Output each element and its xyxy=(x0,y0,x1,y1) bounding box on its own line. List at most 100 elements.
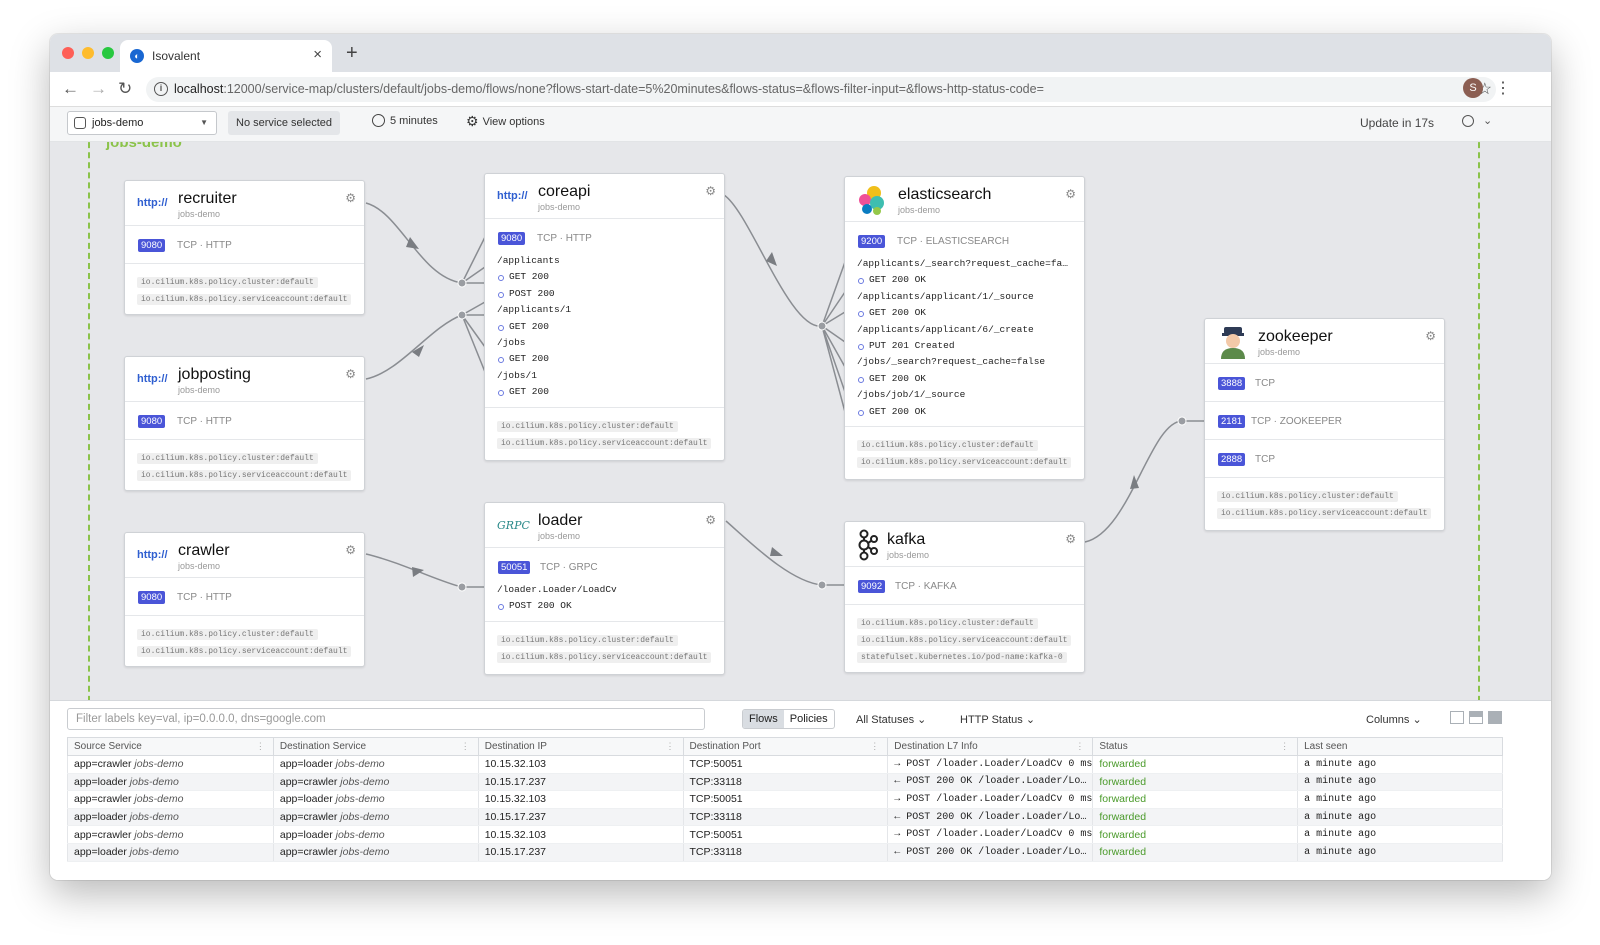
column-header[interactable]: Last seen xyxy=(1297,737,1503,756)
site-info-icon[interactable]: i xyxy=(154,82,168,96)
table-header-row: Source Service⋮ Destination Service⋮ Des… xyxy=(67,737,1503,756)
service-card-recruiter[interactable]: http:// recruiter jobs-demo ⚙ 9080 TCP ·… xyxy=(124,180,365,315)
service-name: crawler xyxy=(178,542,230,559)
gear-icon[interactable]: ⚙ xyxy=(1065,187,1076,201)
service-links xyxy=(365,194,1205,592)
minimize-window-button[interactable] xyxy=(82,47,94,59)
gear-icon[interactable]: ⚙ xyxy=(345,191,356,205)
columns-dropdown[interactable]: Columns ⌄ xyxy=(1366,713,1422,726)
tab-close-icon[interactable]: × xyxy=(313,46,322,63)
forward-icon[interactable]: → xyxy=(90,79,107,98)
view-options-button[interactable]: ⚙View options xyxy=(466,113,545,130)
column-header[interactable]: Destination IP⋮ xyxy=(477,737,684,756)
column-header[interactable]: Destination Port⋮ xyxy=(682,737,889,756)
port-badge: 9080 xyxy=(138,591,166,604)
http-protocol-icon: http:// xyxy=(497,190,528,202)
port-row: 50051 TCP · GRPC xyxy=(485,548,724,582)
label-tag: io.cilium.k8s.policy.serviceaccount:defa… xyxy=(497,437,712,449)
port-row: 3888 TCP xyxy=(1205,364,1444,402)
new-tab-icon[interactable]: + xyxy=(346,42,358,64)
tab-title: Isovalent xyxy=(152,49,201,63)
route-method: GET 200 xyxy=(497,319,712,335)
gear-icon[interactable]: ⚙ xyxy=(705,513,716,527)
destination-service-cell: app=loader jobs-demo xyxy=(272,790,479,809)
port-row: 9080 TCP · HTTP xyxy=(125,578,364,616)
browser-menu-icon[interactable]: ⋮ xyxy=(1495,80,1511,97)
column-menu-icon[interactable]: ⋮ xyxy=(1075,741,1085,751)
chevron-down-icon[interactable]: ⌄ xyxy=(1483,115,1493,127)
service-card-crawler[interactable]: http:// crawler jobs-demo ⚙ 9080 TCP · H… xyxy=(124,532,365,667)
service-map-canvas[interactable]: jobs-demo xyxy=(50,142,1551,700)
profile-avatar[interactable]: S xyxy=(1463,78,1483,98)
close-window-button[interactable] xyxy=(62,47,74,59)
column-header[interactable]: Destination L7 Info⋮ xyxy=(887,737,1094,756)
pause-icon[interactable] xyxy=(1462,115,1474,127)
service-card-elasticsearch[interactable]: elasticsearch jobs-demo ⚙ 9200 TCP · ELA… xyxy=(844,176,1085,480)
column-header[interactable]: Status⋮ xyxy=(1092,737,1299,756)
back-icon[interactable]: ← xyxy=(62,79,79,98)
layout-split-icon[interactable] xyxy=(1469,711,1483,724)
route-list: /loader.Loader/LoadCv POST 200 OK xyxy=(485,582,724,621)
address-bar[interactable]: i localhost:12000/service-map/clusters/d… xyxy=(146,77,1496,102)
route-path: /applicants/applicant/1/_source xyxy=(857,290,1034,302)
service-namespace: jobs-demo xyxy=(178,385,221,395)
status-cell: forwarded xyxy=(1092,790,1299,809)
layout-minimized-icon[interactable] xyxy=(1450,711,1464,724)
source-service-cell: app=loader jobs-demo xyxy=(67,773,274,792)
service-card-jobposting[interactable]: http:// jobposting jobs-demo ⚙ 9080 TCP … xyxy=(124,356,365,491)
service-namespace: jobs-demo xyxy=(178,561,221,571)
service-namespace: jobs-demo xyxy=(887,550,930,560)
namespace-icon xyxy=(74,117,86,129)
column-menu-icon[interactable]: ⋮ xyxy=(870,741,880,751)
route-path: /applicants/applicant/6/_create xyxy=(857,323,1034,335)
gear-icon[interactable]: ⚙ xyxy=(705,184,716,198)
label-filter-input[interactable]: Filter labels key=val, ip=0.0.0.0, dns=g… xyxy=(67,708,705,730)
column-menu-icon[interactable]: ⋮ xyxy=(665,741,675,751)
port-row: 9080 TCP · HTTP xyxy=(485,219,724,253)
maximize-window-button[interactable] xyxy=(102,47,114,59)
tab-policies[interactable]: Policies xyxy=(789,713,828,725)
last-seen-cell: a minute ago xyxy=(1297,790,1503,809)
gear-icon[interactable]: ⚙ xyxy=(345,367,356,381)
service-card-zookeeper[interactable]: zookeeper jobs-demo ⚙ 3888 TCP 2181 TCP … xyxy=(1204,318,1445,531)
service-selection-badge[interactable]: No service selected xyxy=(228,111,340,135)
column-menu-icon[interactable]: ⋮ xyxy=(1280,741,1290,751)
http-protocol-icon: http:// xyxy=(137,197,168,209)
route-path: /jobs/_search?request_cache=false xyxy=(857,356,1046,368)
service-name: kafka xyxy=(887,531,926,548)
gear-icon[interactable]: ⚙ xyxy=(1425,329,1436,343)
route-method: POST 200 xyxy=(497,286,712,302)
column-menu-icon[interactable]: ⋮ xyxy=(255,741,265,751)
time-range-button[interactable]: 5 minutes xyxy=(372,114,438,127)
last-seen-cell: a minute ago xyxy=(1297,825,1503,844)
namespace-select[interactable]: jobs-demo ▼ xyxy=(67,111,217,135)
browser-tab[interactable]: ◐ Isovalent × xyxy=(120,40,332,72)
column-header[interactable]: Destination Service⋮ xyxy=(272,737,479,756)
http-status-filter-dropdown[interactable]: HTTP Status ⌄ xyxy=(960,713,1035,726)
tab-flows[interactable]: Flows xyxy=(743,710,784,728)
service-card-loader[interactable]: GRPC loader jobs-demo ⚙ 50051 TCP · GRPC… xyxy=(484,502,725,675)
last-seen-cell: a minute ago xyxy=(1297,755,1503,774)
column-header[interactable]: Source Service⋮ xyxy=(67,737,274,756)
layout-maximized-icon[interactable] xyxy=(1488,711,1502,724)
gear-icon[interactable]: ⚙ xyxy=(1065,532,1076,546)
service-card-kafka[interactable]: kafka jobs-demo ⚙ 9092 TCP · KAFKA io.ci… xyxy=(844,521,1085,673)
label-tag: io.cilium.k8s.policy.cluster:default xyxy=(1217,491,1398,502)
gear-icon[interactable]: ⚙ xyxy=(345,543,356,557)
service-card-coreapi[interactable]: http:// coreapi jobs-demo ⚙ 9080 TCP · H… xyxy=(484,173,725,461)
route-path: /jobs xyxy=(497,336,526,348)
caret-down-icon: ▼ xyxy=(200,118,208,127)
reload-icon[interactable]: ↻ xyxy=(118,79,133,98)
label-list: io.cilium.k8s.policy.cluster:default io.… xyxy=(485,620,724,670)
namespace-title: jobs-demo xyxy=(106,142,182,151)
column-menu-icon[interactable]: ⋮ xyxy=(460,741,470,751)
status-filter-dropdown[interactable]: All Statuses ⌄ xyxy=(856,713,926,726)
label-list: io.cilium.k8s.policy.cluster:default io.… xyxy=(125,264,364,312)
flows-table: Source Service⋮ Destination Service⋮ Des… xyxy=(67,737,1503,862)
